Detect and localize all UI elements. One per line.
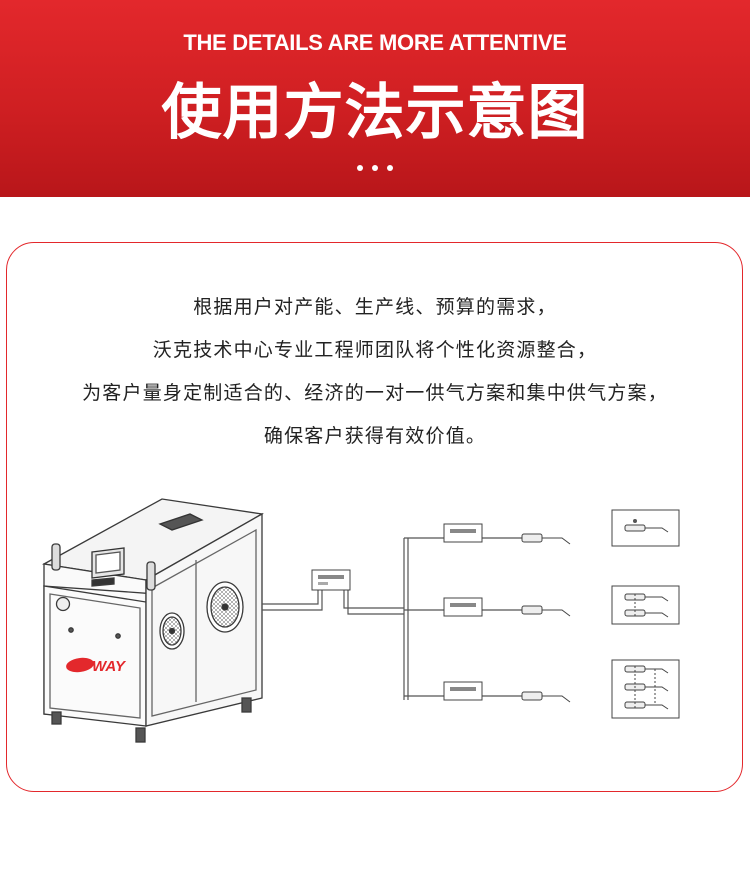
brand-logo: WAY (66, 657, 127, 675)
description-line-4: 确保客户获得有效价值。 (263, 425, 487, 447)
header-subtitle: THE DETAILS ARE MORE ATTENTIVE (183, 30, 567, 55)
fan-small-icon (159, 612, 185, 650)
header-banner: THE DETAILS ARE MORE ATTENTIVE 使用方法示意图 (0, 0, 750, 197)
usage-diagram: WAY (42, 498, 680, 743)
fan-large-icon (206, 581, 244, 633)
brand-logo-text: WAY (92, 658, 127, 675)
description-line-3: 为客户量身定制适合的、经济的一对一供气方案和集中供气方案， (82, 382, 668, 404)
branch-controller-1 (443, 523, 483, 543)
description: 根据用户对产能、生产线、预算的需求， 沃克技术中心专业工程师团队将个性化资源整合… (0, 286, 750, 458)
header-dots (0, 165, 750, 171)
description-line-2: 沃克技术中心专业工程师团队将个性化资源整合， (152, 339, 598, 361)
description-line-1: 根据用户对产能、生产线、预算的需求， (193, 296, 557, 318)
gas-pipes (262, 537, 542, 700)
header-title: 使用方法示意图 (161, 78, 589, 148)
torch-icon (521, 533, 571, 703)
config-panel-one-to-two (611, 585, 680, 625)
branch-controller-2 (443, 597, 483, 617)
gas-generator-machine (42, 498, 264, 743)
pipe-controller-box (311, 569, 351, 591)
branch-controller-3 (443, 681, 483, 701)
config-panel-one-to-one (611, 509, 680, 547)
config-panel-one-to-many (611, 659, 680, 719)
